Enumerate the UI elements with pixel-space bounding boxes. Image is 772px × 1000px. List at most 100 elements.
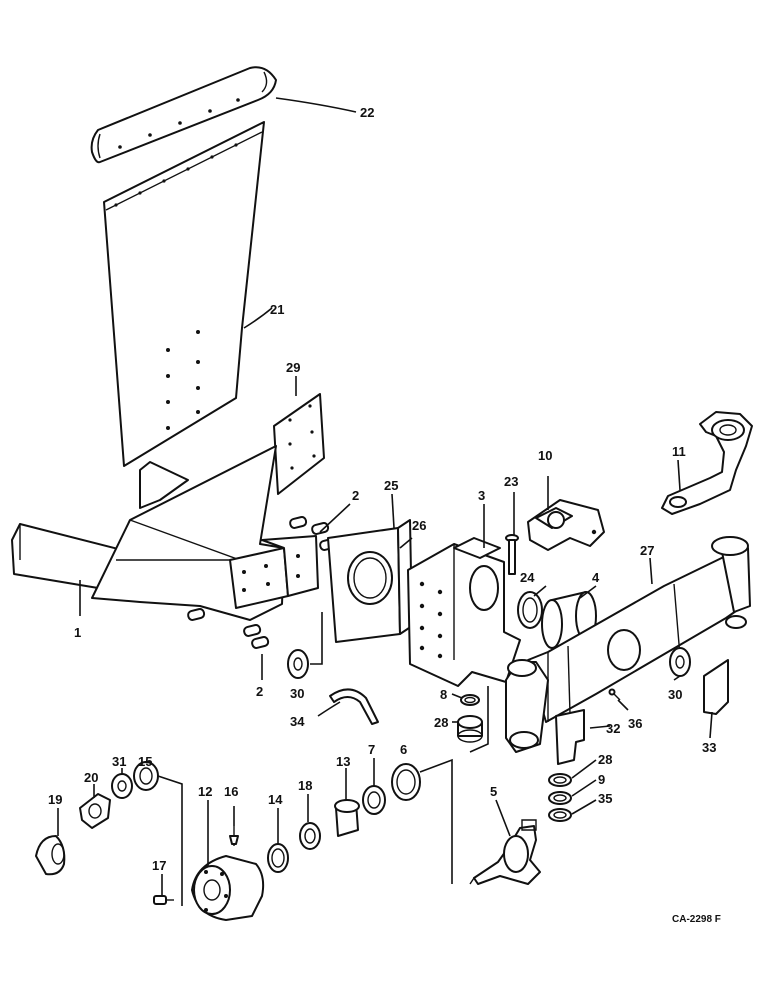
part-2-bushings-upper xyxy=(289,516,338,551)
callout-11: 11 xyxy=(672,444,686,459)
part-33-bracket xyxy=(703,659,729,715)
callout-32: 32 xyxy=(606,721,620,736)
leader-22 xyxy=(275,97,357,113)
leader-8 xyxy=(451,693,463,699)
callout-23: 23 xyxy=(504,474,518,489)
callout-27: 27 xyxy=(640,543,654,558)
part-16-grease-fitting xyxy=(229,826,239,846)
part-21-shield-panel xyxy=(103,121,265,467)
leader-lines xyxy=(57,97,713,906)
callout-31: 31 xyxy=(112,754,126,769)
callout-1: 1 xyxy=(74,625,81,640)
part-11-steering-arm xyxy=(661,411,753,515)
leader-4 xyxy=(579,585,597,599)
callout-30-right: 30 xyxy=(668,687,682,702)
part-24-ring xyxy=(517,591,543,629)
callout-18: 18 xyxy=(298,778,312,793)
part-17-bolt xyxy=(153,895,174,905)
part-27-axle-beam xyxy=(505,536,751,753)
part-13-bearing-cup xyxy=(334,799,360,837)
callout-36: 36 xyxy=(628,716,642,731)
part-10-bearing-block xyxy=(527,499,605,551)
leader-axle-rod xyxy=(469,686,489,753)
callout-13: 13 xyxy=(336,754,350,769)
part-19-hub-cap xyxy=(35,835,66,876)
leader-36 xyxy=(617,699,629,711)
part-22-trim-strip xyxy=(90,66,277,164)
leader-34 xyxy=(317,701,341,717)
callout-8: 8 xyxy=(440,687,447,702)
leader-27 xyxy=(649,557,653,585)
callout-24: 24 xyxy=(520,570,535,585)
part-2-bushings-lower xyxy=(187,608,270,649)
part-34-u-clip xyxy=(329,688,379,725)
part-23-pin xyxy=(505,534,519,575)
part-1-frame-bolster xyxy=(11,445,319,621)
callout-3: 3 xyxy=(478,488,485,503)
callout-19: 19 xyxy=(48,792,62,807)
callout-12: 12 xyxy=(198,784,212,799)
callout-21: 21 xyxy=(270,302,284,317)
part-3-pivot-bracket xyxy=(407,537,521,687)
callout-28-upper: 28 xyxy=(434,715,448,730)
callout-34: 34 xyxy=(290,714,305,729)
leader-33 xyxy=(709,711,713,739)
callout-25: 25 xyxy=(384,478,398,493)
part-28-washer-lower xyxy=(548,773,572,787)
part-26-bearing-bracket xyxy=(327,519,413,643)
part-12-wheel-hub xyxy=(191,855,265,921)
leader-24 xyxy=(533,585,547,597)
part-14-bearing-cup xyxy=(267,843,289,873)
callout-16: 16 xyxy=(224,784,238,799)
part-9-washer xyxy=(548,791,572,805)
callout-15: 15 xyxy=(138,754,152,769)
part-7-bearing-cone xyxy=(362,785,386,815)
callout-20: 20 xyxy=(84,770,98,785)
part-5-spindle xyxy=(469,819,541,885)
callout-leaders-washers xyxy=(571,759,597,815)
leader-30-left xyxy=(310,612,323,665)
drawing-code: CA-2298 F xyxy=(672,914,721,925)
leader-25 xyxy=(391,493,395,529)
callout-30-left: 30 xyxy=(290,686,304,701)
part-18-bearing-cone xyxy=(299,822,321,850)
part-8-ring xyxy=(460,694,480,706)
leader-32 xyxy=(589,725,611,729)
callout-33: 33 xyxy=(702,740,716,755)
callout-5: 5 xyxy=(490,784,497,799)
callout-2-lower: 2 xyxy=(256,684,263,699)
leader-6 xyxy=(419,758,453,884)
callout-7: 7 xyxy=(368,742,375,757)
callout-35: 35 xyxy=(598,791,612,806)
callout-17: 17 xyxy=(152,858,166,873)
leader-15 xyxy=(157,775,183,906)
callout-9: 9 xyxy=(598,772,605,787)
callout-10: 10 xyxy=(538,448,552,463)
part-35-washer xyxy=(548,808,572,822)
leader-5 xyxy=(495,799,511,837)
leader-2-upper xyxy=(319,503,351,533)
callout-22: 22 xyxy=(360,105,374,120)
part-30-washer-left xyxy=(287,649,309,679)
leader-21 xyxy=(243,307,273,329)
part-32-bracket xyxy=(555,709,585,765)
part-36-small-pin xyxy=(608,688,621,701)
callout-2-upper: 2 xyxy=(352,488,359,503)
callout-26: 26 xyxy=(412,518,426,533)
callout-29: 29 xyxy=(286,360,300,375)
part-30-washer-right xyxy=(669,647,691,677)
callout-6: 6 xyxy=(400,742,407,757)
callout-labels: 22 21 29 2 25 3 23 10 11 27 26 24 4 1 2 … xyxy=(48,105,716,873)
callout-14: 14 xyxy=(268,792,283,807)
part-31-nut xyxy=(111,773,133,799)
part-20-gasket xyxy=(79,793,111,829)
leader-30-right xyxy=(673,675,681,681)
callout-4: 4 xyxy=(592,570,600,585)
part-6-seal xyxy=(391,763,421,801)
leader-11 xyxy=(677,459,681,491)
part-28-bushing-upper xyxy=(457,715,483,743)
leader-26 xyxy=(399,537,413,549)
part-29-plate xyxy=(273,393,325,495)
callout-28-lower: 28 xyxy=(598,752,612,767)
